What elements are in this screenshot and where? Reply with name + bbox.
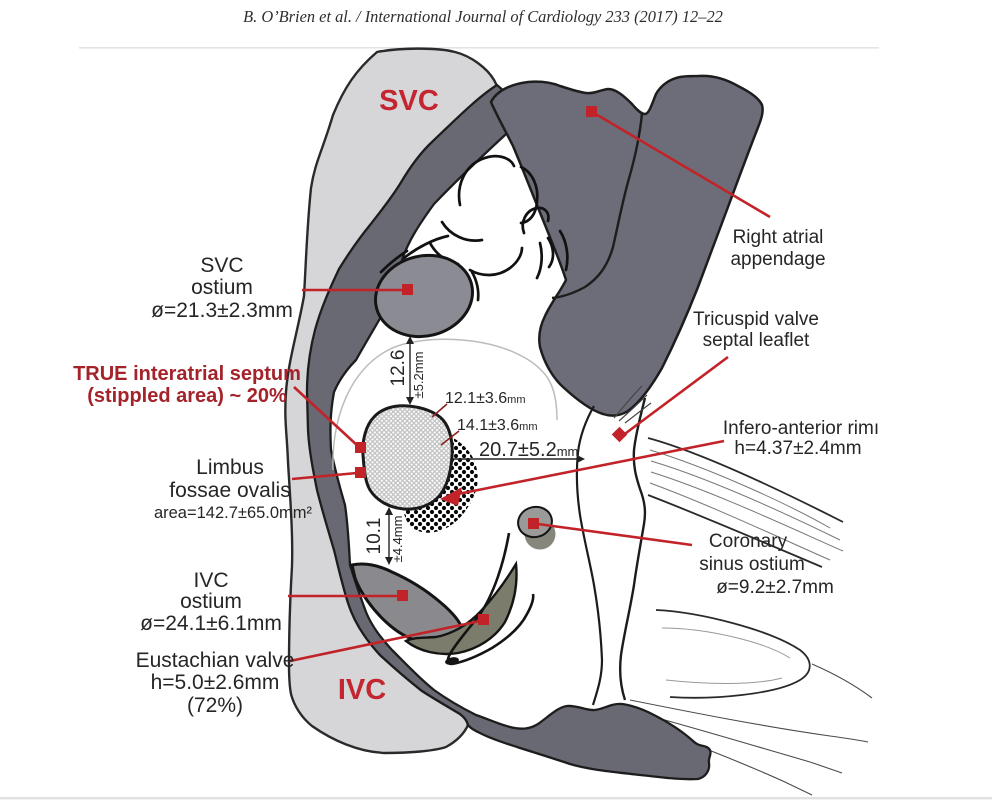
svg-text:(72%): (72%)	[187, 694, 243, 717]
svg-text:ø=24.1±6.1mm: ø=24.1±6.1mm	[140, 612, 282, 635]
svg-text:IVC: IVC	[193, 569, 228, 592]
svg-text:ø=21.3±2.3mm: ø=21.3±2.3mm	[151, 299, 293, 322]
svg-text:Limbus: Limbus	[196, 456, 264, 479]
svg-text:12.6: 12.6	[388, 350, 409, 387]
svg-text:20.7±5.2mm: 20.7±5.2mm	[479, 439, 578, 461]
svg-text:TRUE interatrial septum: TRUE interatrial septum	[73, 363, 301, 385]
svg-text:14.1±3.6mm: 14.1±3.6mm	[457, 417, 538, 434]
svg-text:±4.4mm: ±4.4mm	[390, 516, 405, 563]
svg-text:SVC: SVC	[379, 85, 439, 117]
svg-text:10.1: 10.1	[364, 518, 385, 555]
svg-text:ø=9.2±2.7mm: ø=9.2±2.7mm	[716, 577, 834, 598]
svg-text:fossae ovalis: fossae ovalis	[169, 479, 290, 502]
svg-text:h=4.37±2.4mm: h=4.37±2.4mm	[734, 438, 861, 459]
svg-text:septal leaflet: septal leaflet	[703, 330, 810, 351]
svg-text:Right atrial: Right atrial	[733, 227, 824, 248]
svg-text:Tricuspid valve: Tricuspid valve	[693, 309, 819, 330]
svg-text:Eustachian valve: Eustachian valve	[136, 649, 295, 672]
svg-text:(stippled area) ~ 20%: (stippled area) ~ 20%	[87, 385, 287, 407]
svg-text:Infero-anterior rimı: Infero-anterior rimı	[723, 418, 879, 439]
svg-text:h=5.0±2.6mm: h=5.0±2.6mm	[151, 671, 280, 694]
svg-text:sinus ostium: sinus ostium	[699, 554, 805, 575]
svg-text:ostium: ostium	[191, 276, 253, 299]
svg-text:12.1±3.6mm: 12.1±3.6mm	[445, 390, 526, 407]
svg-text:area=142.7±65.0mm²: area=142.7±65.0mm²	[154, 504, 313, 522]
svg-text:SVC: SVC	[200, 254, 243, 277]
svg-text:appendage: appendage	[730, 249, 825, 270]
svg-text:±5.2mm: ±5.2mm	[411, 352, 426, 399]
svg-text:IVC: IVC	[338, 674, 386, 706]
svg-text:B. O’Brien et al. / Internatio: B. O’Brien et al. / International Journa…	[243, 7, 723, 26]
svg-text:Coronary: Coronary	[709, 531, 788, 552]
svg-text:ostium: ostium	[180, 590, 242, 613]
